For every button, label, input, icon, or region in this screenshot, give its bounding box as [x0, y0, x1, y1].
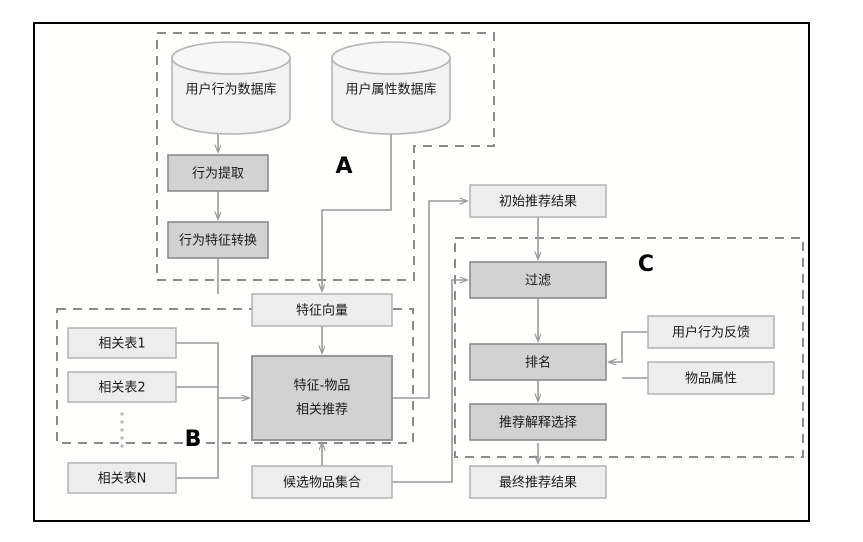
- feature-vector-label: 特征向量: [296, 303, 348, 319]
- group-c-boundary: [454, 237, 804, 458]
- initial-recommendation-label: 初始推荐结果: [499, 195, 577, 210]
- item-attribute-node[interactable]: 物品属性: [647, 361, 775, 395]
- feature-item-recommend-line2: 相关推荐: [296, 403, 348, 418]
- db-user-attribute: 用户属性数据库: [331, 41, 451, 135]
- group-letters: A B C: [185, 154, 654, 452]
- edge-tablen-bus: [176, 398, 219, 479]
- related-table-1-node[interactable]: 相关表1: [67, 327, 177, 359]
- user-behavior-feedback-label: 用户行为反馈: [672, 325, 750, 341]
- edge-table1-bus: [176, 342, 219, 398]
- ranking-label: 排名: [525, 355, 551, 371]
- related-table-1-label: 相关表1: [98, 337, 145, 352]
- group-b-boundary: [56, 308, 414, 444]
- edge-recommend-to-initial: [392, 201, 467, 399]
- final-recommendation-node[interactable]: 最终推荐结果: [469, 465, 607, 499]
- group-a-label: A: [335, 154, 352, 179]
- behavior-extraction-node[interactable]: 行为提取: [167, 154, 269, 192]
- explanation-selection-node[interactable]: 推荐解释选择: [469, 403, 607, 441]
- related-table-n-label: 相关表N: [98, 472, 147, 487]
- edge-candidate-to-filter: [392, 280, 467, 483]
- initial-recommendation-node[interactable]: 初始推荐结果: [469, 184, 607, 218]
- group-b-label: B: [185, 427, 202, 452]
- group-a-boundary: [156, 32, 495, 281]
- database-cylinders: 用户行为数据库 用户属性数据库: [171, 41, 451, 135]
- db-user-attribute-label: 用户属性数据库: [345, 82, 436, 98]
- db-user-behavior-label: 用户行为数据库: [185, 82, 276, 98]
- candidate-item-set-label: 候选物品集合: [283, 475, 361, 491]
- behavior-feature-transform-label: 行为特征转换: [179, 234, 257, 249]
- edge-feedback-to-ranking: [609, 331, 648, 362]
- process-boxes: 行为提取 行为特征转换 过滤 排名 推荐解释选择 特征-物品 相关推荐: [167, 154, 607, 441]
- final-recommendation-label: 最终推荐结果: [499, 475, 577, 491]
- filter-label: 过滤: [525, 274, 551, 289]
- behavior-extraction-label: 行为提取: [192, 166, 244, 182]
- item-attribute-label: 物品属性: [685, 372, 737, 387]
- behavior-feature-transform-node[interactable]: 行为特征转换: [167, 221, 269, 259]
- related-table-2-label: 相关表2: [98, 381, 145, 396]
- feature-item-recommend-line1: 特征-物品: [294, 379, 351, 394]
- related-table-n-node[interactable]: 相关表N: [67, 462, 177, 494]
- feature-vector-node[interactable]: 特征向量: [251, 293, 393, 327]
- user-behavior-feedback-node[interactable]: 用户行为反馈: [647, 315, 775, 349]
- related-table-2-node[interactable]: 相关表2: [67, 371, 177, 403]
- group-c-label: C: [638, 252, 654, 277]
- explanation-selection-label: 推荐解释选择: [499, 416, 577, 431]
- candidate-item-set-node[interactable]: 候选物品集合: [251, 465, 393, 499]
- edge-attribute-to-vector: [322, 134, 392, 291]
- db-user-behavior: 用户行为数据库: [171, 41, 291, 135]
- ranking-node[interactable]: 排名: [469, 343, 607, 381]
- filter-node[interactable]: 过滤: [469, 261, 607, 299]
- data-boxes: 特征向量 相关表1 相关表2 相关表N 初始推荐结果 用户行为反馈: [67, 184, 775, 499]
- ellipsis-dots: [120, 412, 124, 448]
- feature-item-recommend-node[interactable]: 特征-物品 相关推荐: [251, 355, 393, 441]
